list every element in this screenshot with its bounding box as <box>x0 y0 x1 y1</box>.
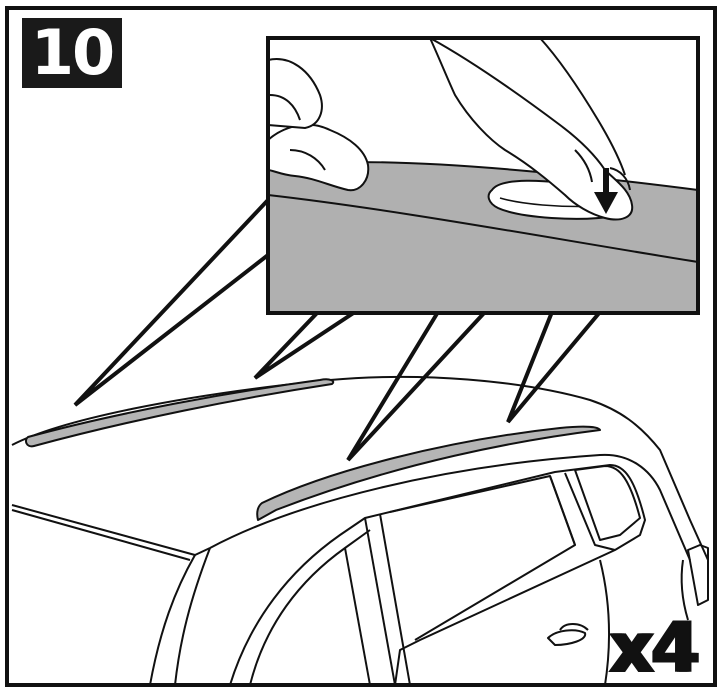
quantity-label: x4 <box>609 607 700 689</box>
detail-inset <box>266 36 700 315</box>
roof-rails <box>25 378 601 521</box>
hand-right <box>429 37 634 221</box>
hand-left <box>267 58 370 192</box>
arrow-down-icon <box>594 168 618 214</box>
car-outline <box>11 375 709 686</box>
roof-rail-left <box>25 378 335 448</box>
step-number-badge: 10 <box>22 18 122 88</box>
callout-lines <box>73 198 602 462</box>
roof-rail-right <box>256 425 601 521</box>
outer-border <box>5 6 717 687</box>
